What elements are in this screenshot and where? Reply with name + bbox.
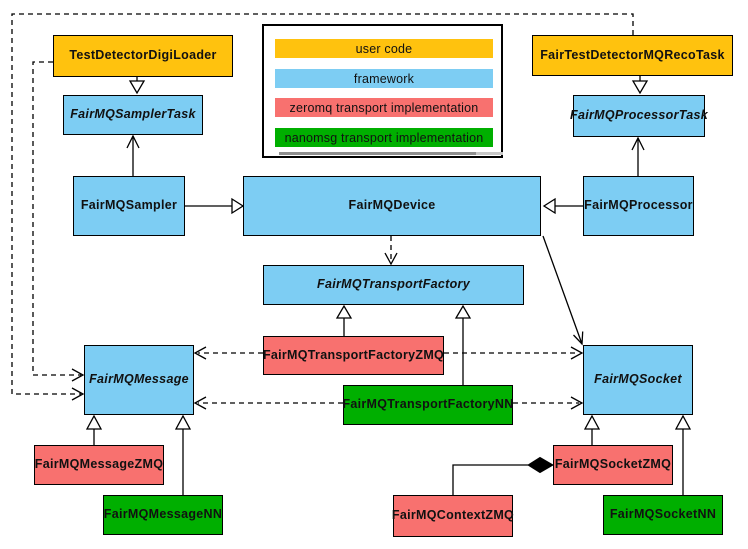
edge-dependency-recotask-message — [11, 13, 634, 401]
legend-divider-line-end — [476, 152, 503, 155]
edge-inheritance-messagenn-message — [174, 414, 192, 495]
edge-dependency-tfnn-socket — [513, 396, 584, 410]
node-fairmqcontextzmq: FairMQContextZMQ — [392, 495, 514, 537]
node-fairmqtransportfactoryzmq: FairMQTransportFactoryZMQ — [263, 336, 444, 375]
edge-association-device-socket — [542, 235, 584, 346]
edge-inheritance-messagezmq-message — [85, 414, 103, 445]
legend-item-user-code: user code — [275, 39, 493, 58]
edge-inheritance-tfnn-transportfactory — [454, 304, 472, 385]
node-fairmqsocketnn: FairMQSocketNN — [603, 495, 723, 535]
edge-inheritance-socketzmq-socket — [583, 414, 601, 445]
legend-item-zeromq: zeromq transport implementation — [275, 98, 493, 117]
node-fairmqprocessortask: FairMQProcessorTask — [570, 95, 708, 137]
node-fairmqmessagezmq: FairMQMessageZMQ — [34, 445, 164, 485]
node-fairmqmessage: FairMQMessage — [84, 345, 194, 415]
edge-inheritance-tfzmq-transportfactory — [335, 304, 353, 336]
node-fairtestdetectormqrecotask: FairTestDetectorMQRecoTask — [532, 35, 733, 76]
edge-dependency-digiloader-message — [32, 61, 85, 382]
edge-inheritance-processor-device — [542, 197, 583, 215]
node-fairmqsampler: FairMQSampler — [73, 176, 185, 236]
node-fairmqsamplertask: FairMQSamplerTask — [63, 95, 203, 135]
edge-composition-contextzmq-socketzmq — [452, 456, 555, 495]
node-fairmqdevice: FairMQDevice — [243, 176, 541, 236]
edge-inheritance-recotask-processortask — [631, 76, 649, 95]
legend: user code framework zeromq transport imp… — [262, 24, 503, 158]
node-testdetectordigiloader: TestDetectorDigiLoader — [53, 35, 233, 77]
node-fairmqtransportfactorynn: FairMQTransportFactoryNN — [342, 385, 513, 425]
node-fairmqsocket: FairMQSocket — [583, 345, 693, 415]
legend-item-nanomsg: nanomsg transport implementation — [275, 128, 493, 147]
edge-dependency-tfzmq-socket — [444, 346, 584, 360]
edge-association-processor-processortask — [631, 136, 645, 176]
node-fairmqprocessor: FairMQProcessor — [583, 176, 694, 236]
edge-inheritance-socketnn-socket — [674, 414, 692, 495]
edge-dependency-device-transportfactory — [384, 236, 398, 266]
node-fairmqmessagenn: FairMQMessageNN — [103, 495, 223, 535]
node-fairmqtransportfactory: FairMQTransportFactory — [263, 265, 524, 305]
node-fairmqsocketzmq: FairMQSocketZMQ — [553, 445, 673, 485]
legend-item-framework: framework — [275, 69, 493, 88]
edge-inheritance-digiloader-samplertask — [128, 77, 146, 95]
legend-divider-line — [279, 152, 476, 155]
edge-dependency-tfnn-message — [193, 396, 343, 410]
edge-association-sampler-samplertask — [126, 134, 140, 176]
edge-dependency-tfzmq-message — [193, 346, 263, 360]
edge-inheritance-sampler-device — [185, 197, 245, 215]
